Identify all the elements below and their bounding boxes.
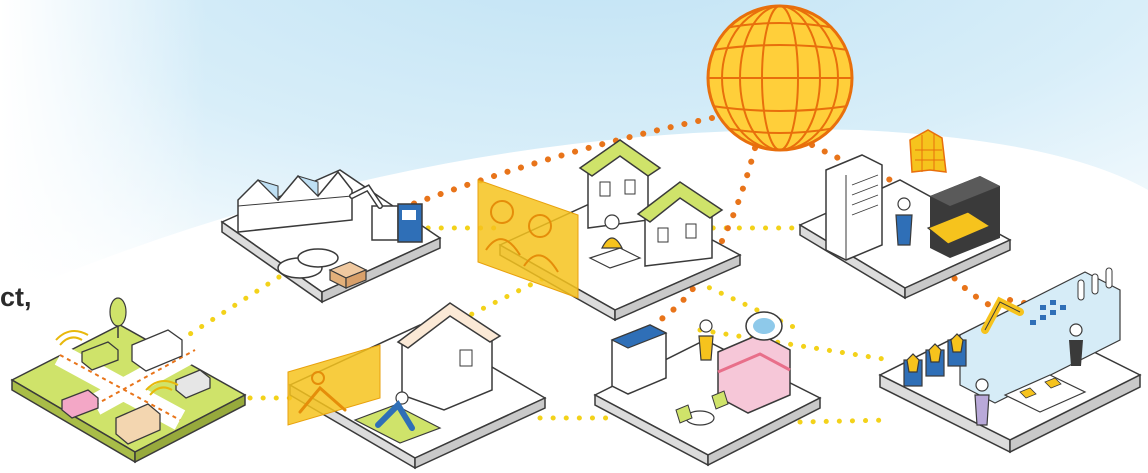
apparel-factory-icon	[798, 129, 1012, 300]
retail-store-robot-icon	[878, 267, 1142, 454]
orange-links	[407, 115, 1098, 325]
factory-robot-arm-icon	[220, 169, 442, 304]
smart-city-traffic-icon	[10, 297, 247, 464]
cropped-heading-text: ct,	[0, 282, 32, 312]
globe-icon	[706, 4, 854, 152]
yoga-video-screen	[287, 344, 381, 426]
video-call-screen	[477, 179, 579, 299]
shop-kiosk-icon	[593, 311, 822, 467]
